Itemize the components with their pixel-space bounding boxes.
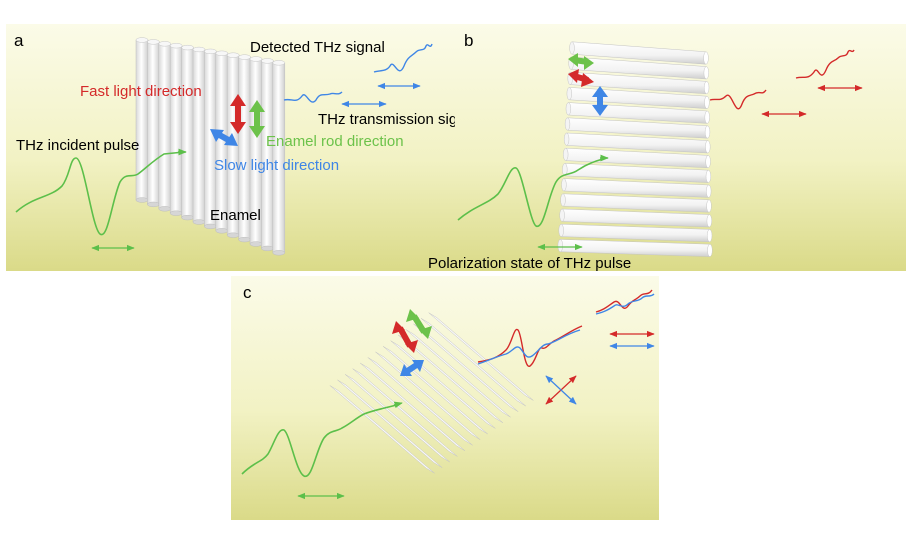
enamel-rod	[561, 178, 712, 198]
enamel-rod	[560, 193, 712, 213]
enamel-rod	[420, 318, 526, 407]
polarization-arrow-c-diag-blue	[545, 375, 577, 405]
enamel-rod	[135, 37, 149, 203]
detected-signal-wave	[373, 43, 433, 73]
panel-b-letter: b	[464, 31, 473, 50]
enamel-rod	[169, 43, 183, 216]
incident-pulse-arrow-c	[393, 401, 403, 409]
detected-signal-label: Detected THz signal	[250, 39, 385, 56]
enamel-rod	[352, 368, 458, 457]
enamel-rod	[360, 362, 466, 452]
incident-pulse-wave-b	[457, 157, 607, 227]
enamel-rod	[367, 357, 473, 446]
enamel-rod	[562, 163, 712, 183]
enamel-rod-arrow-c	[406, 309, 432, 339]
transmission-signal-wave	[283, 91, 343, 103]
fast-light-label: Fast light direction	[80, 83, 202, 100]
enamel-rod	[272, 60, 286, 256]
enamel-rod	[563, 132, 711, 154]
enamel-rod	[558, 223, 713, 243]
panel-a-letter: a	[14, 31, 24, 50]
enamel-rod-array-tilted	[329, 312, 534, 474]
enamel-rod	[344, 374, 450, 463]
enamel-rod	[564, 117, 711, 139]
enamel-rod	[192, 46, 206, 225]
enamel-rod	[428, 312, 534, 401]
transmission-signal-blue-c	[477, 329, 581, 365]
panel-b: b Polarization state of THz puls	[428, 24, 906, 272]
enamel-label: Enamel	[210, 207, 261, 224]
transmission-signal-label: THz transmission signal	[318, 111, 477, 128]
enamel-rod	[181, 44, 194, 221]
incident-pulse-label: THz incident pulse	[16, 137, 139, 154]
enamel-rod	[569, 41, 709, 65]
slow-light-arrow-c	[400, 360, 424, 376]
enamel-rod	[158, 41, 172, 212]
enamel-rod-array-vertical	[135, 37, 286, 256]
fast-light-arrow-b	[568, 69, 594, 87]
enamel-rod-arrow	[249, 100, 265, 138]
panel-c-letter: c	[243, 283, 252, 302]
enamel-rod	[567, 71, 710, 95]
enamel-rod	[261, 58, 274, 252]
enamel-rod-array-horizontal	[557, 41, 713, 257]
detected-signal-red-c	[595, 289, 653, 313]
slow-light-arrow-b	[592, 86, 608, 116]
incident-pulse-wave	[15, 151, 185, 236]
enamel-rod	[405, 329, 511, 418]
enamel-rod	[204, 48, 217, 230]
enamel-rod	[563, 147, 711, 169]
enamel-rod-arrow-b	[568, 53, 594, 70]
slow-light-arrow	[210, 129, 238, 146]
enamel-rod	[147, 39, 160, 208]
enamel-rod	[329, 385, 435, 474]
fast-light-arrow-c	[392, 321, 418, 353]
incident-pulse-wave-c	[241, 403, 401, 477]
panel-a: a Detected THz signal	[6, 24, 477, 271]
fast-light-arrow	[230, 94, 246, 134]
enamel-rod	[337, 379, 443, 468]
panel-c: c	[231, 276, 659, 520]
detected-signal-wave-b	[795, 49, 855, 79]
polarization-state-label: Polarization state of THz pulse	[428, 255, 631, 272]
transmission-signal-wave-b	[709, 89, 767, 110]
slow-light-label: Slow light direction	[214, 157, 339, 174]
enamel-rod-label: Enamel rod direction	[266, 133, 404, 150]
detected-signal-blue-c	[595, 293, 655, 315]
enamel-rod	[559, 208, 712, 228]
